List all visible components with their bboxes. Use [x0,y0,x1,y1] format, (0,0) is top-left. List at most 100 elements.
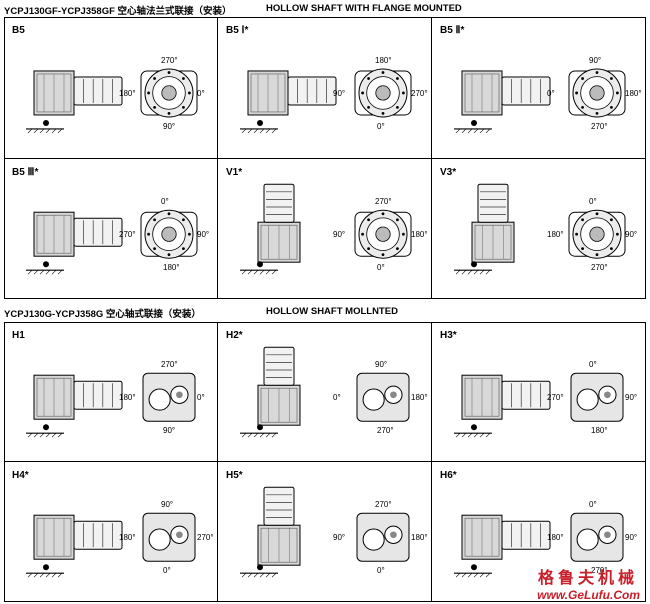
oil-plug-icon [257,424,263,431]
oil-plug-icon [43,261,49,268]
angle-label-left: 90° [333,533,345,542]
section-1-header: YCPJ130GF-YCPJ358GF 空心轴法兰式联接（安装） HOLLOW … [4,3,462,17]
oil-plug-icon [43,424,49,431]
angle-label-left: 180° [119,533,136,542]
flange-end-view [354,209,412,259]
angle-label-left: 270° [547,393,564,402]
angle-label-left: 270° [119,230,136,239]
gear-reducer-side [257,524,301,566]
angle-label-left: 90° [333,89,345,98]
mounting-diagram: 0°180°90°270° [454,183,637,275]
angle-label-top: 180° [375,56,392,65]
mounting-diagram: 0°180°90°270° [454,500,637,578]
angle-label-bottom: 270° [591,122,608,131]
gear-reducer-side [257,384,301,426]
section-1-title-en: HOLLOW SHAFT WITH FLANGE MOUNTED [266,3,462,14]
angle-label-bottom: 0° [377,263,385,272]
mounting-position-label: H4* [12,470,29,481]
angle-label-right: 90° [197,230,209,239]
angle-label-top: 90° [375,360,387,369]
gear-reducer-side [247,70,289,116]
oil-plug-icon [257,119,263,126]
motor-side [73,520,123,550]
mounting-cell-5: V1* 270° 90° 180° 0° [218,159,432,299]
angle-label-right: 270° [411,89,428,98]
mounting-position-label: V1* [226,167,243,178]
oil-plug-icon [471,261,477,268]
mounting-cell-9: H3*0°270°90°180° [432,322,646,462]
angle-label-bottom: 180° [163,263,180,272]
gear-case-end-view [570,372,624,422]
mounting-position-label: V3* [440,167,457,178]
angle-label-left: 0° [547,89,555,98]
gear-case-end-view [570,512,624,562]
gear-reducer-side [33,70,75,116]
angle-label-right: 0° [197,89,205,98]
mounting-cell-12: H6*0°180°90°270° [432,462,646,602]
section-2-title-en: HOLLOW SHAFT MOLLNTED [266,306,398,317]
mounting-diagram: 0° 270° 90° 180° [26,197,209,275]
angle-label-left: 180° [547,230,564,239]
mounting-position-label: H1 [12,330,25,341]
mounting-diagram: 90°0°180°270° [454,56,642,134]
gear-reducer-side [33,211,75,257]
motor-side [73,217,123,247]
oil-plug-icon [471,424,477,431]
angle-label-right: 180° [411,533,428,542]
mounting-diagram: 180°90°270°0° [240,56,428,134]
mounting-position-label: B5 Ⅰ* [226,25,249,36]
gear-reducer-side [471,221,515,263]
angle-label-right: 180° [625,89,642,98]
mounting-position-label: B5 Ⅱ* [440,25,465,36]
motor-side [263,346,295,386]
angle-label-right: 90° [625,230,637,239]
oil-plug-icon [257,564,263,571]
angle-label-right: 270° [197,533,214,542]
angle-label-top: 270° [375,197,392,206]
gear-reducer-side [461,374,503,420]
flange-end-view [140,68,198,118]
mounting-diagram: 270°180°0°90° [26,56,205,134]
angle-label-top: 0° [161,197,169,206]
angle-label-top: 0° [589,500,597,509]
angle-label-bottom: 0° [163,566,171,575]
motor-side [73,76,123,106]
angle-label-top: 270° [161,56,178,65]
angle-label-left: 180° [119,393,136,402]
mounting-cell-4: B5 Ⅲ* 0° 270° 90° 180° [4,159,218,299]
mounting-cell-3: B5 Ⅱ*90°0°180°270° [432,17,646,159]
mounting-position-label: H5* [226,470,243,481]
mounting-cell-1: B5 270°180°0°90° [4,17,218,159]
mounting-cell-11: H5*270°90°180°0° [218,462,432,602]
mounting-position-label: H6* [440,470,457,481]
angle-label-top: 0° [589,360,597,369]
motor-side [287,76,337,106]
angle-label-top: 0° [589,197,597,206]
angle-label-bottom: 270° [591,566,608,575]
mounting-position-label: B5 Ⅲ* [12,167,39,178]
angle-label-bottom: 0° [377,566,385,575]
motor-side [477,183,509,223]
angle-label-bottom: 270° [377,426,394,435]
motor-side [501,380,551,410]
mounting-cell-10: H4*90°180°270°0° [4,462,218,602]
watermark-cn: 格鲁夫机械 [537,568,638,587]
mounting-position-label: H2* [226,330,243,341]
angle-label-right: 180° [411,230,428,239]
mounting-position-label: H3* [440,330,457,341]
mounting-position-label: B5 [12,25,25,36]
motor-side [263,183,295,223]
angle-label-left: 0° [333,393,341,402]
angle-label-bottom: 90° [163,426,175,435]
gear-case-end-view [142,372,196,422]
mounting-diagram: 270°90°180°0° [240,486,428,578]
angle-label-right: 180° [411,393,428,402]
motor-side [263,486,295,526]
angle-label-left: 90° [333,230,345,239]
oil-plug-icon [43,119,49,126]
mounting-cell-8: H2* 90° 0° 180° 270° [218,322,432,462]
motor-side [501,520,551,550]
gear-reducer-side [257,221,301,263]
angle-label-bottom: 180° [591,426,608,435]
